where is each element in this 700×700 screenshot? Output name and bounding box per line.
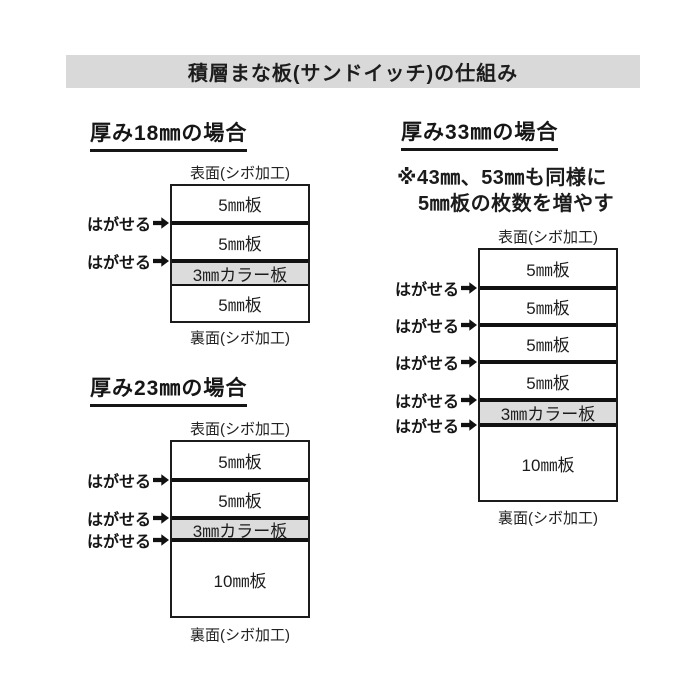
peel-label: はがせる [86,474,151,491]
peel-label: はがせる [86,217,151,234]
peel-separator [172,221,308,225]
peel-separator [480,423,616,427]
peel-separator [172,516,308,520]
layer-5mm: 5㎜板 [526,260,570,280]
peel-row: はがせる [394,390,477,411]
peel-row: はがせる [394,415,477,436]
layer-5mm: 5㎜板 [526,336,570,355]
peel-arrow-icon [153,217,169,229]
peel-separator [172,478,308,482]
layer-10mm: 10㎜板 [213,571,267,591]
peel-separator [480,323,616,327]
peel-arrow-icon [461,356,477,368]
back-surface-label: 裏面(シボ加工) [498,510,598,527]
back-surface-label: 裏面(シボ加工) [190,627,290,644]
peel-label: はがせる [86,512,151,529]
layer-5mm: 5㎜板 [218,491,262,511]
peel-row: はがせる [86,530,169,551]
peel-row: はがせる [394,352,477,373]
peel-arrow-icon [461,394,477,406]
peel-row: はがせる [86,213,169,234]
layer-5mm: 5㎜板 [218,296,262,315]
peel-label: はがせる [394,282,459,299]
note-line-2: 5㎜板の枚数を増やす [418,193,615,215]
peel-arrow-icon [461,282,477,294]
layer-3mm-color: 3㎜カラー板 [172,520,308,541]
peel-arrow-icon [153,512,169,524]
layer-5mm: 5㎜板 [526,299,570,318]
peel-row: はがせる [394,315,477,336]
peel-separator [480,398,616,402]
glued-separator [172,284,308,286]
peel-label: はがせる [86,534,151,551]
note-line-1: ※43㎜、53㎜も同様に [397,167,607,189]
peel-label: はがせる [394,394,459,411]
front-surface-label: 表面(シボ加工) [190,165,290,182]
heading-23mm: 厚み23㎜の場合 [90,377,248,408]
layer-5mm: 5㎜板 [526,373,570,393]
peel-label: はがせる [394,419,459,436]
front-surface-label: 表面(シボ加工) [498,229,598,246]
heading-18mm: 厚み18㎜の場合 [90,122,248,153]
layer-3mm-color: 3㎜カラー板 [172,263,308,285]
peel-separator [172,259,308,263]
peel-row: はがせる [394,278,477,299]
front-surface-label: 表面(シボ加工) [190,421,290,438]
back-surface-label: 裏面(シボ加工) [190,330,290,347]
layer-5mm: 5㎜板 [218,234,262,254]
peel-label: はがせる [394,356,459,373]
heading-33mm: 厚み33㎜の場合 [401,121,559,152]
layer-5mm: 5㎜板 [218,196,262,215]
peel-label: はがせる [394,319,459,336]
layer-stack-23mm: 5㎜板 5㎜板 3㎜カラー板 10㎜板 [170,440,310,618]
layer-stack-18mm: 5㎜板 5㎜板 3㎜カラー板 5㎜板 [170,184,310,323]
peel-separator [480,360,616,364]
page-title: 積層まな板(サンドイッチ)の仕組み [66,55,640,88]
peel-arrow-icon [461,319,477,331]
peel-row: はがせる [86,251,169,272]
peel-arrow-icon [153,255,169,267]
peel-row: はがせる [86,470,169,491]
peel-arrow-icon [153,474,169,486]
peel-separator [172,538,308,542]
layer-5mm: 5㎜板 [218,452,262,472]
peel-row: はがせる [86,508,169,529]
layer-10mm: 10㎜板 [521,456,575,475]
peel-separator [480,286,616,290]
peel-label: はがせる [86,255,151,272]
layer-3mm-color: 3㎜カラー板 [480,402,616,424]
peel-arrow-icon [153,534,169,546]
peel-arrow-icon [461,419,477,431]
layer-stack-33mm: 5㎜板 5㎜板 5㎜板 5㎜板 3㎜カラー板 10㎜板 [478,248,618,502]
